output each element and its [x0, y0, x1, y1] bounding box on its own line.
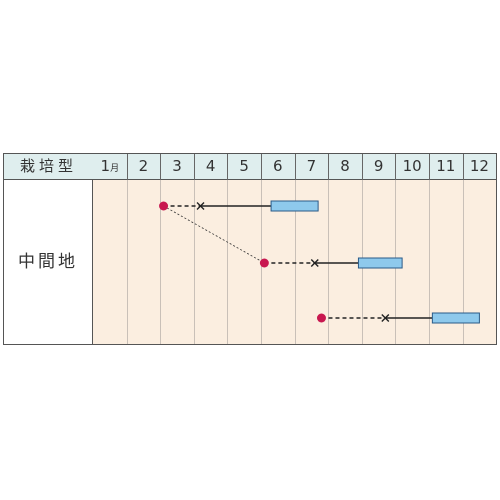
month-divider — [294, 180, 296, 344]
cultivation-calendar: 栽培型 1月 2 3 4 5 6 7 8 9 10 11 12 中間地 — [3, 153, 497, 345]
header-divider — [261, 154, 262, 180]
month-number: 5 — [239, 157, 249, 175]
month-label-3: 3 — [160, 154, 194, 179]
harvest-bar — [431, 312, 480, 324]
month-label-4: 4 — [194, 154, 228, 179]
header-divider — [361, 154, 363, 180]
header-divider — [160, 154, 162, 180]
header-divider — [429, 154, 430, 180]
header-divider — [193, 154, 195, 180]
header-divider — [328, 154, 330, 180]
header-divider — [294, 154, 296, 180]
month-number: 1 — [100, 157, 111, 175]
month-divider — [160, 180, 162, 344]
month-divider — [193, 180, 195, 344]
month-number: 11 — [436, 157, 456, 175]
planting-mark — [310, 259, 319, 267]
month-divider — [126, 180, 128, 344]
cultivation-type-label: 中間地 — [4, 180, 93, 344]
sowing-dot — [259, 258, 269, 268]
month-header-row: 栽培型 1月 2 3 4 5 6 7 8 9 10 11 12 — [4, 154, 496, 180]
month-label-8: 8 — [328, 154, 362, 179]
month-label-5: 5 — [227, 154, 261, 179]
month-number: 9 — [373, 157, 384, 175]
month-number: 7 — [306, 157, 317, 175]
cultivation-type-header: 栽培型 — [19, 157, 77, 175]
month-number: 4 — [205, 157, 216, 175]
month-label-1: 1月 — [93, 154, 127, 179]
month-number: 6 — [273, 157, 283, 175]
planting-mark — [381, 314, 390, 322]
month-number: 2 — [138, 157, 149, 175]
month-number: 8 — [340, 157, 350, 175]
header-divider — [395, 154, 397, 180]
harvest-bar — [357, 257, 403, 269]
month-label-6: 6 — [261, 154, 295, 179]
month-number: 3 — [172, 157, 182, 175]
month-divider — [462, 180, 464, 344]
connector-line — [163, 205, 265, 264]
sowing-dot — [316, 313, 326, 323]
month-label-12: 12 — [463, 154, 497, 179]
month-divider — [429, 180, 430, 344]
sowing-dot — [159, 201, 169, 211]
month-label-11: 11 — [429, 154, 463, 179]
planting-mark — [196, 202, 205, 210]
month-label-9: 9 — [362, 154, 396, 179]
month-label-2: 2 — [127, 154, 161, 179]
month-number: 12 — [469, 157, 489, 175]
header-divider — [227, 154, 229, 180]
header-divider — [126, 154, 128, 180]
header-divider — [462, 154, 464, 180]
month-divider — [227, 180, 229, 344]
month-number: 10 — [402, 157, 422, 175]
month-label-10: 10 — [395, 154, 429, 179]
schedule-chart — [159, 200, 480, 324]
month-suffix: 月 — [110, 164, 120, 174]
month-label-7: 7 — [295, 154, 329, 179]
month-divider — [328, 180, 330, 344]
harvest-bar — [270, 200, 319, 212]
